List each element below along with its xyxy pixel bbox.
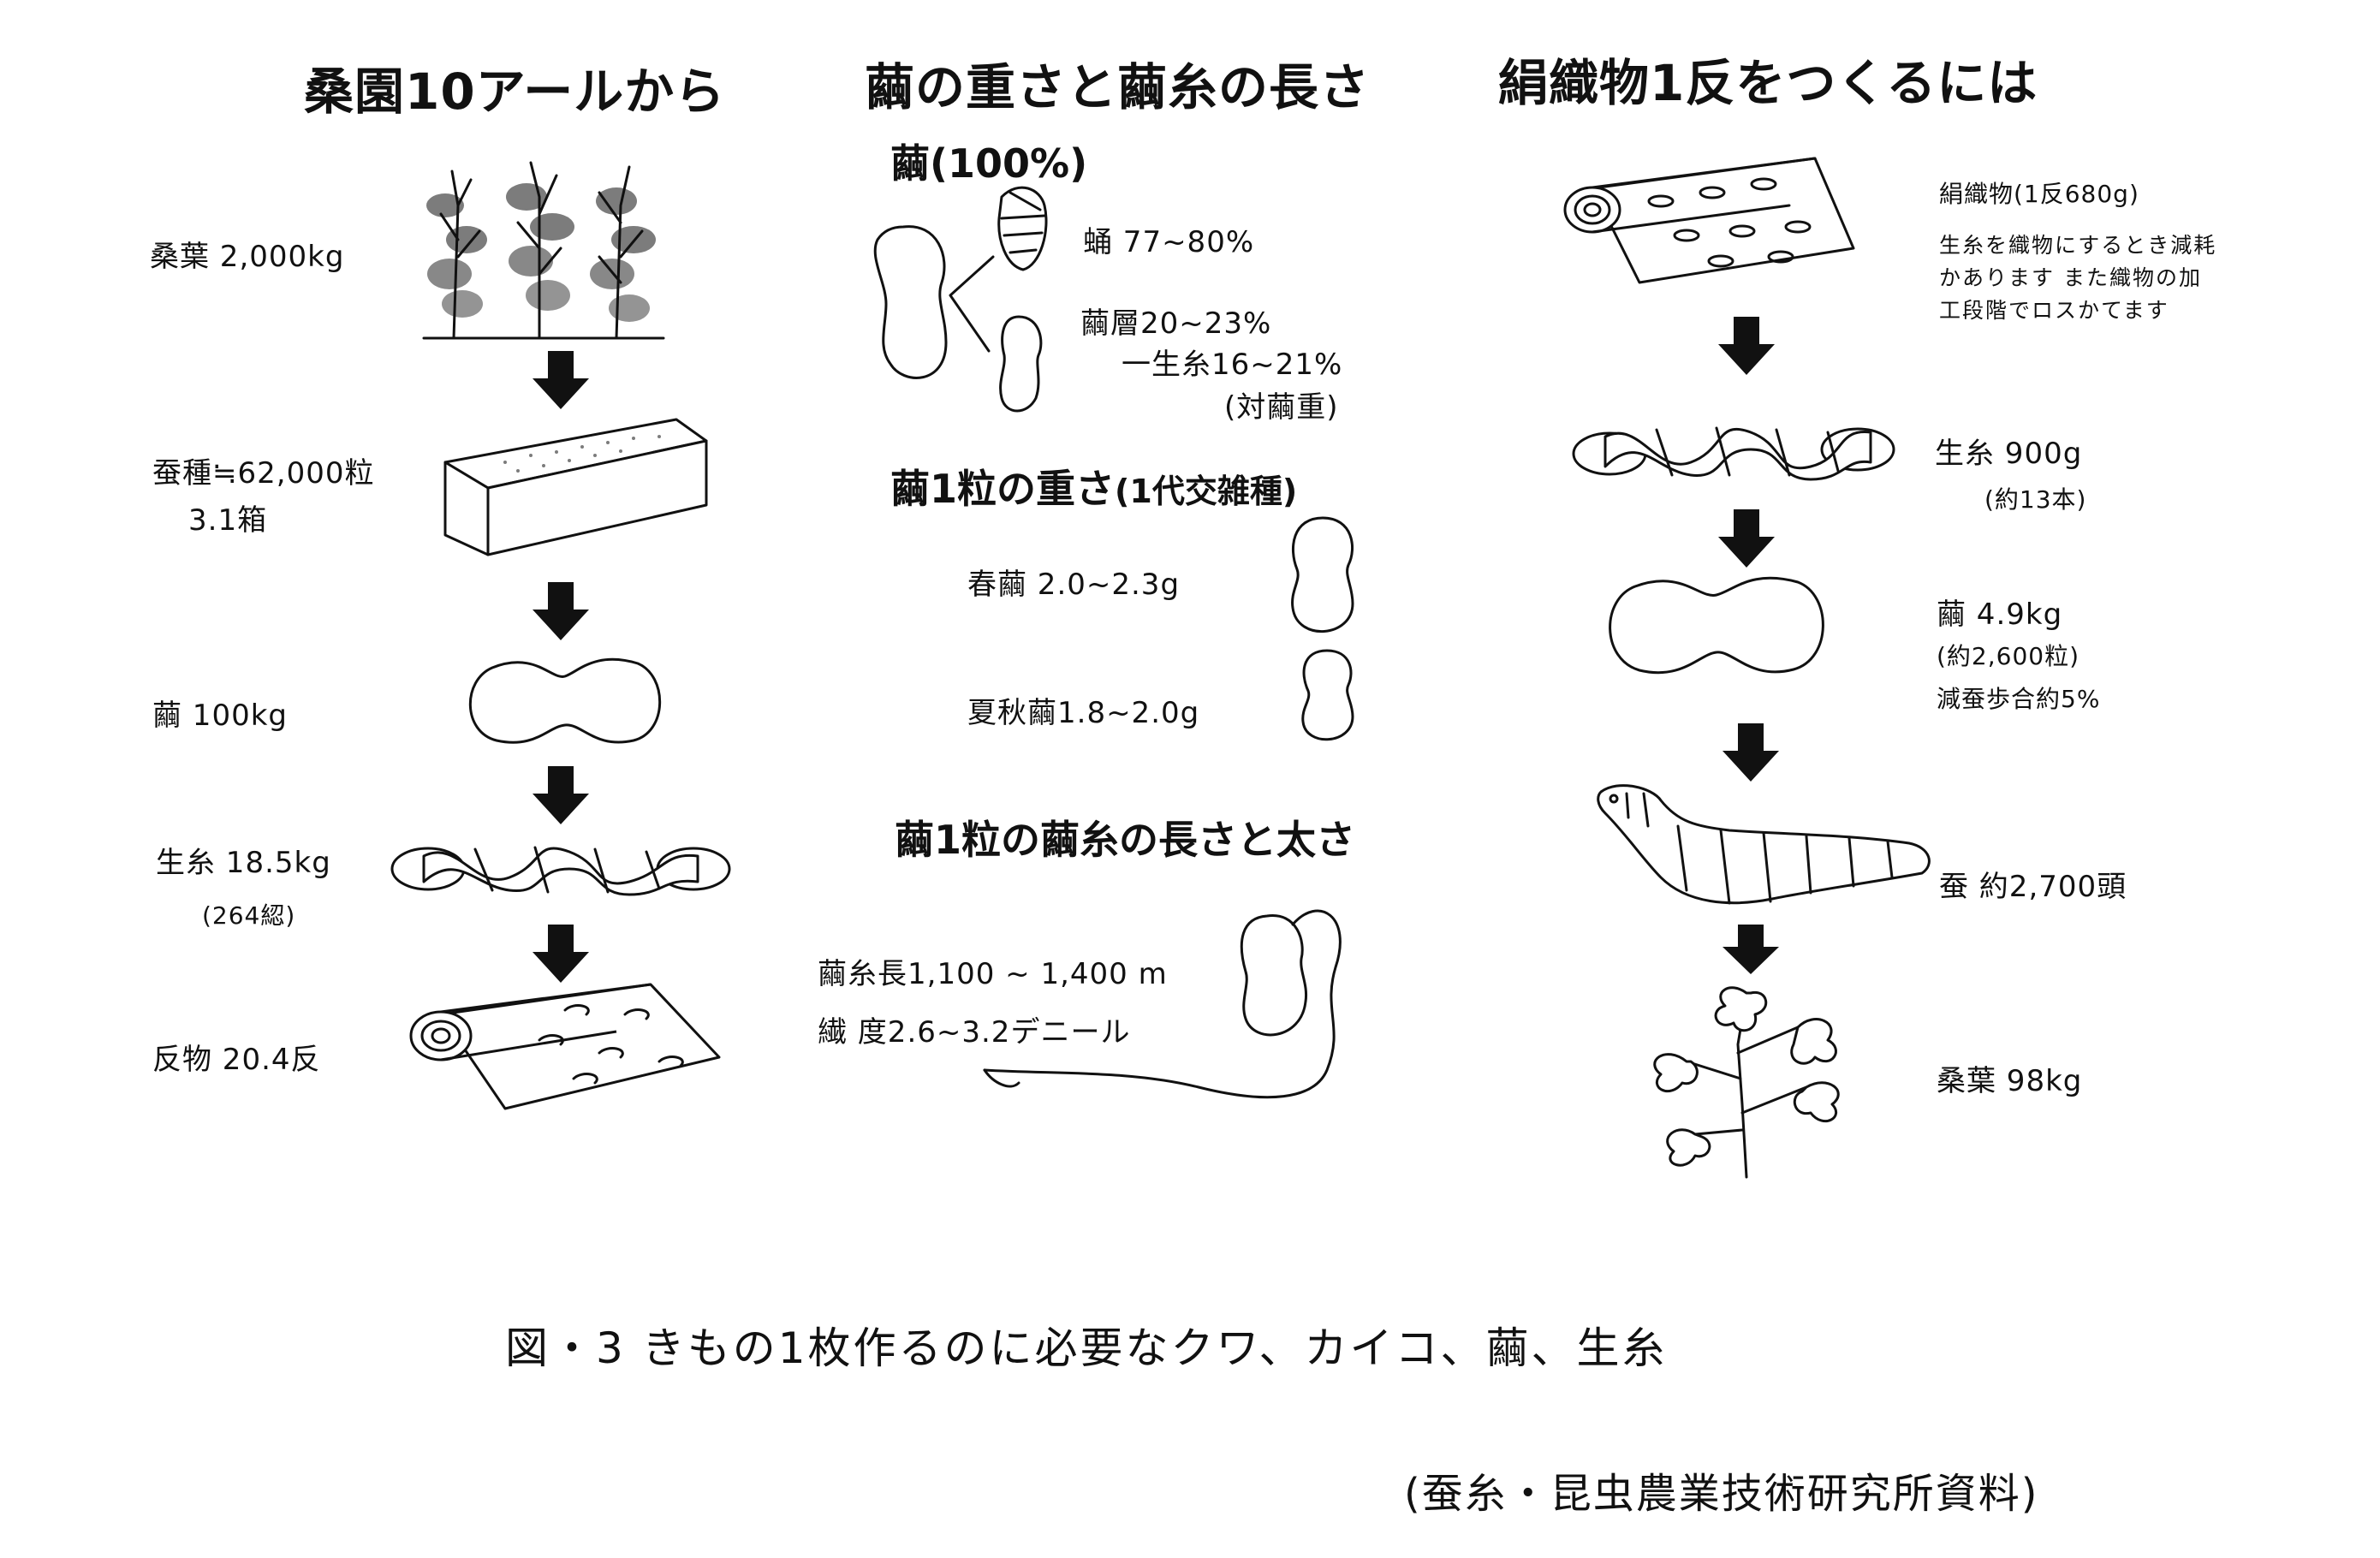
middle-column-heading: 繭の重さと繭糸の長さ: [865, 58, 1371, 116]
left-eggs-boxes-label: 3.1箱: [188, 503, 268, 538]
cocoon-total-heading: 繭(100%): [890, 140, 1088, 187]
silk-length-heading: 繭1粒の繭糸の長さと太さ: [895, 817, 1356, 863]
right-cocoon-illustration: [1609, 576, 1824, 675]
left-mulberry-label: 桑葉 2,000kg: [150, 240, 345, 274]
cocoon-filament-illustration: [983, 909, 1342, 1099]
right-column-heading: 絹織物1反をつくるには: [1498, 54, 2038, 112]
right-mulberry-leaves-label: 桑葉 98kg: [1937, 1064, 2083, 1098]
left-eggs-label: 蚕種≒62,000粒: [152, 456, 375, 491]
ratio-basis-note: (対繭重): [1224, 390, 1339, 425]
cocoon-section-illustration: [873, 186, 1048, 413]
silk-fabric-label: 絹織物(1反680g): [1939, 180, 2139, 208]
left-silk-label: 生糸 18.5kg: [156, 846, 331, 880]
silk-filament-length-label: 繭糸長1,100 ~ 1,400 m: [818, 957, 1168, 991]
left-silk-skeins-label: (264綛): [202, 901, 296, 930]
figure-caption: 図・3 きもの1枚作るのに必要なクワ、カイコ、繭、生糸: [505, 1323, 1668, 1373]
silkworm-illustration: [1597, 784, 1931, 905]
left-cocoon-label: 繭 100kg: [152, 699, 288, 733]
right-cocoon-label: 繭 4.9kg: [1937, 598, 2063, 632]
cocoon-illustration: [468, 657, 662, 744]
silk-skein-illustration: [390, 846, 731, 896]
cocoon-weight-heading-note: (1代交雑種): [1115, 473, 1298, 510]
down-arrow-icon: [533, 351, 589, 409]
figure-source: (蚕糸・昆虫農業技術研究所資料): [1404, 1470, 2039, 1518]
down-arrow-icon: [1718, 509, 1775, 568]
summer-autumn-cocoon-weight-label: 夏秋繭1.8~2.0g: [967, 696, 1200, 730]
silkworm-count-label: 蚕 約2,700頭: [1939, 870, 2127, 904]
silk-denier-label: 繊 度2.6~3.2デニール: [818, 1015, 1131, 1050]
silk-fabric-roll-illustration: [1563, 157, 1855, 284]
mulberry-trees-illustration: [422, 161, 665, 340]
left-column-heading: 桑園10アールから: [304, 62, 726, 121]
cocoon-weight-heading: 繭1粒の重さ(1代交雑種): [890, 458, 1297, 514]
down-arrow-icon: [1718, 317, 1775, 375]
silkworm-loss-rate-note: 減蚕歩合約5%: [1937, 685, 2101, 713]
cloth-roll-illustration: [409, 983, 721, 1110]
mulberry-branch-illustration: [1653, 986, 1840, 1179]
down-arrow-icon: [533, 582, 589, 640]
spring-cocoon-icon: [1291, 516, 1354, 633]
silkworm-egg-box-illustration: [443, 418, 708, 556]
cocoon-layer-ratio-label: 繭層20~23%: [1080, 306, 1272, 341]
down-arrow-icon: [533, 925, 589, 983]
raw-silk-skein-illustration: [1572, 426, 1895, 481]
left-cloth-label: 反物 20.4反: [152, 1043, 321, 1077]
down-arrow-icon: [1723, 925, 1779, 974]
summer-cocoon-icon: [1301, 649, 1354, 741]
right-raw-silk-count-label: (約13本): [1984, 485, 2087, 514]
pupa-ratio-label: 蛹 77~80%: [1083, 225, 1255, 259]
raw-silk-ratio-label: 一生糸16~21%: [1122, 348, 1343, 382]
silk-fabric-loss-note: 生糸を織物にするとき減耗かあります また織物の加工段階でロスかてます: [1939, 233, 2217, 323]
cocoon-weight-heading-text: 繭1粒の重さ: [890, 466, 1116, 512]
right-raw-silk-label: 生糸 900g: [1935, 437, 2083, 471]
right-cocoon-count-label: (約2,600粒): [1937, 642, 2080, 670]
down-arrow-icon: [1723, 723, 1779, 782]
spring-cocoon-weight-label: 春繭 2.0~2.3g: [967, 568, 1181, 602]
down-arrow-icon: [533, 766, 589, 824]
